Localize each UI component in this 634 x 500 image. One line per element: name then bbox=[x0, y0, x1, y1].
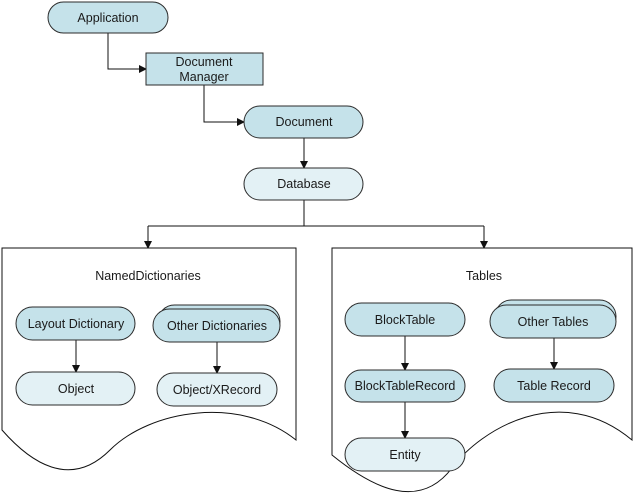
named-dictionaries-title: NamedDictionaries bbox=[95, 269, 201, 283]
layout-dictionary-label: Layout Dictionary bbox=[28, 317, 125, 331]
other-tables-shape bbox=[489, 304, 617, 339]
other-dictionaries-label: Other Dictionaries bbox=[167, 319, 267, 333]
entity-node[interactable]: Entity bbox=[344, 437, 466, 472]
layout-dictionary-shape bbox=[15, 306, 136, 341]
object-node[interactable]: Object bbox=[15, 371, 136, 406]
connector-manager-to-document bbox=[203, 85, 245, 126]
database-label: Database bbox=[277, 177, 331, 191]
document-shape bbox=[243, 105, 364, 139]
other-tables-node[interactable]: Other Tables bbox=[489, 299, 617, 339]
layout-dictionary-node[interactable]: Layout Dictionary bbox=[15, 306, 136, 341]
block-table-label: BlockTable bbox=[375, 313, 435, 327]
application-node[interactable]: Application bbox=[47, 1, 169, 34]
block-table-shape bbox=[344, 302, 466, 337]
other-dictionaries-node[interactable]: Other Dictionaries bbox=[152, 304, 281, 343]
table-record-shape bbox=[493, 368, 615, 403]
tables-title: Tables bbox=[466, 269, 502, 283]
block-table-record-node[interactable]: BlockTableRecord bbox=[344, 369, 466, 403]
object-xrecord-shape bbox=[156, 372, 278, 407]
database-node[interactable]: Database bbox=[243, 167, 364, 201]
other-tables-label: Other Tables bbox=[518, 315, 589, 329]
connector-application-to-manager bbox=[107, 33, 147, 73]
other-dictionaries-shape bbox=[152, 308, 281, 343]
table-record-label: Table Record bbox=[517, 379, 591, 393]
named-dictionaries-panel bbox=[1, 247, 297, 471]
document-manager-label-line2: Manager bbox=[179, 70, 228, 84]
block-table-node[interactable]: BlockTable bbox=[344, 302, 466, 337]
document-label: Document bbox=[276, 115, 333, 129]
document-manager-label-line1: Document bbox=[176, 55, 233, 69]
connector-database-branch bbox=[148, 200, 484, 227]
object-xrecord-node[interactable]: Object/XRecord bbox=[156, 372, 278, 407]
document-node[interactable]: Document bbox=[243, 105, 364, 139]
database-shape bbox=[243, 167, 364, 201]
object-shape bbox=[15, 371, 136, 406]
document-manager-node[interactable]: Document Manager bbox=[145, 52, 264, 86]
application-shape bbox=[47, 1, 169, 34]
table-record-node[interactable]: Table Record bbox=[493, 368, 615, 403]
object-label: Object bbox=[58, 382, 95, 396]
entity-label: Entity bbox=[389, 448, 421, 462]
application-label: Application bbox=[77, 11, 138, 25]
entity-shape bbox=[344, 437, 466, 472]
document-manager-shape bbox=[145, 52, 264, 86]
object-xrecord-label: Object/XRecord bbox=[173, 383, 261, 397]
block-table-record-label: BlockTableRecord bbox=[355, 379, 456, 393]
block-table-record-shape bbox=[344, 369, 466, 403]
